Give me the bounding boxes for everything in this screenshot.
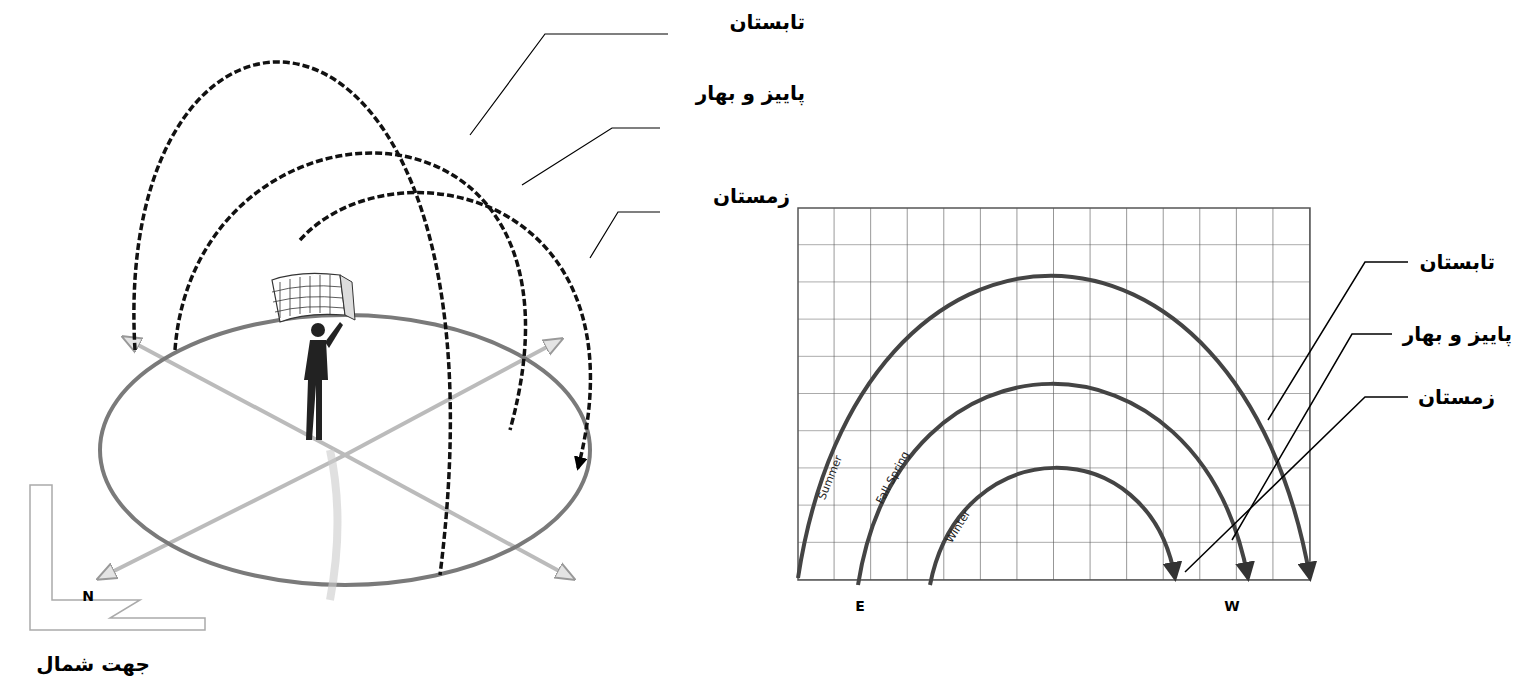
season-label: زمستان (1418, 385, 1495, 409)
season-label: پاییز و بهار (1403, 322, 1512, 346)
winter-arc (300, 193, 590, 468)
leader-line (522, 128, 660, 185)
axis (345, 455, 572, 578)
season-label: پاییز و بهار (696, 81, 805, 105)
grid-cylinder (272, 273, 355, 322)
north-bracket (30, 485, 205, 630)
equinox-curve (858, 384, 1248, 585)
leader-line (1232, 334, 1392, 540)
season-label: تابستان (729, 10, 805, 34)
season-label: زمستان (713, 184, 790, 208)
leader-line (1185, 397, 1408, 572)
sun-path-3d (30, 34, 668, 630)
summer-curve (798, 276, 1310, 578)
axis (125, 338, 345, 455)
leader-line (470, 34, 668, 135)
shadow (330, 450, 338, 600)
winter-curve (930, 468, 1175, 585)
person-figure (304, 322, 343, 440)
direction-label: جهت شمال (36, 652, 150, 676)
axis (345, 340, 560, 455)
summer-arc (134, 62, 450, 575)
axis-north (100, 455, 345, 578)
sun-path-chart (798, 208, 1408, 585)
season-label: تابستان (1419, 250, 1495, 274)
axis-letter: E (855, 598, 865, 615)
leader-line (590, 212, 660, 258)
compass-letter: N (82, 588, 94, 605)
axis-letter: W (1224, 598, 1239, 615)
equinox-arc (175, 153, 526, 430)
horizon-ring (100, 315, 590, 585)
